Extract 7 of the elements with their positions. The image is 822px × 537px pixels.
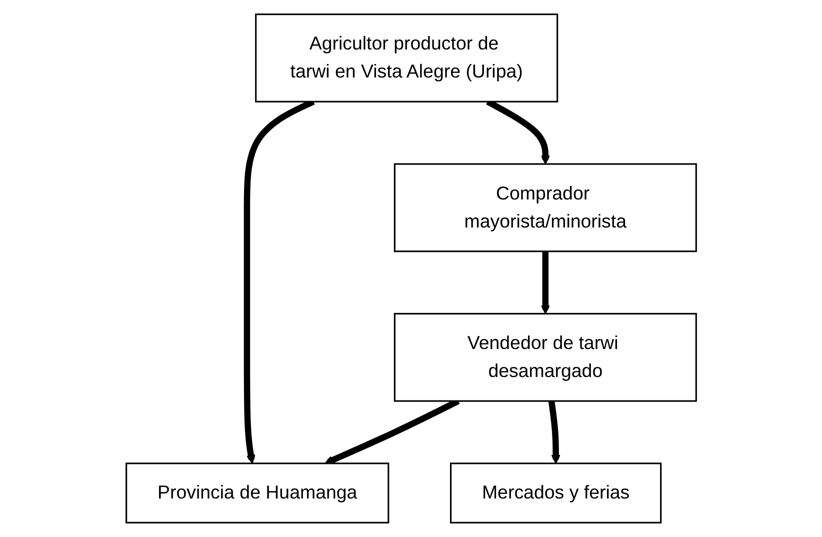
node-box: Mercados y ferias [450, 462, 662, 524]
node-box: Agricultor productor de tarwi en Vista Alegre (Uripa) [254, 14, 558, 102]
node-box: Vendedor de tarwi desamargado [394, 312, 697, 402]
node-box: Comprador mayorista/minorista [394, 163, 697, 252]
arrow [540, 251, 550, 314]
arrow [548, 400, 560, 464]
node-box: Provincia de Huamanga [125, 462, 389, 524]
